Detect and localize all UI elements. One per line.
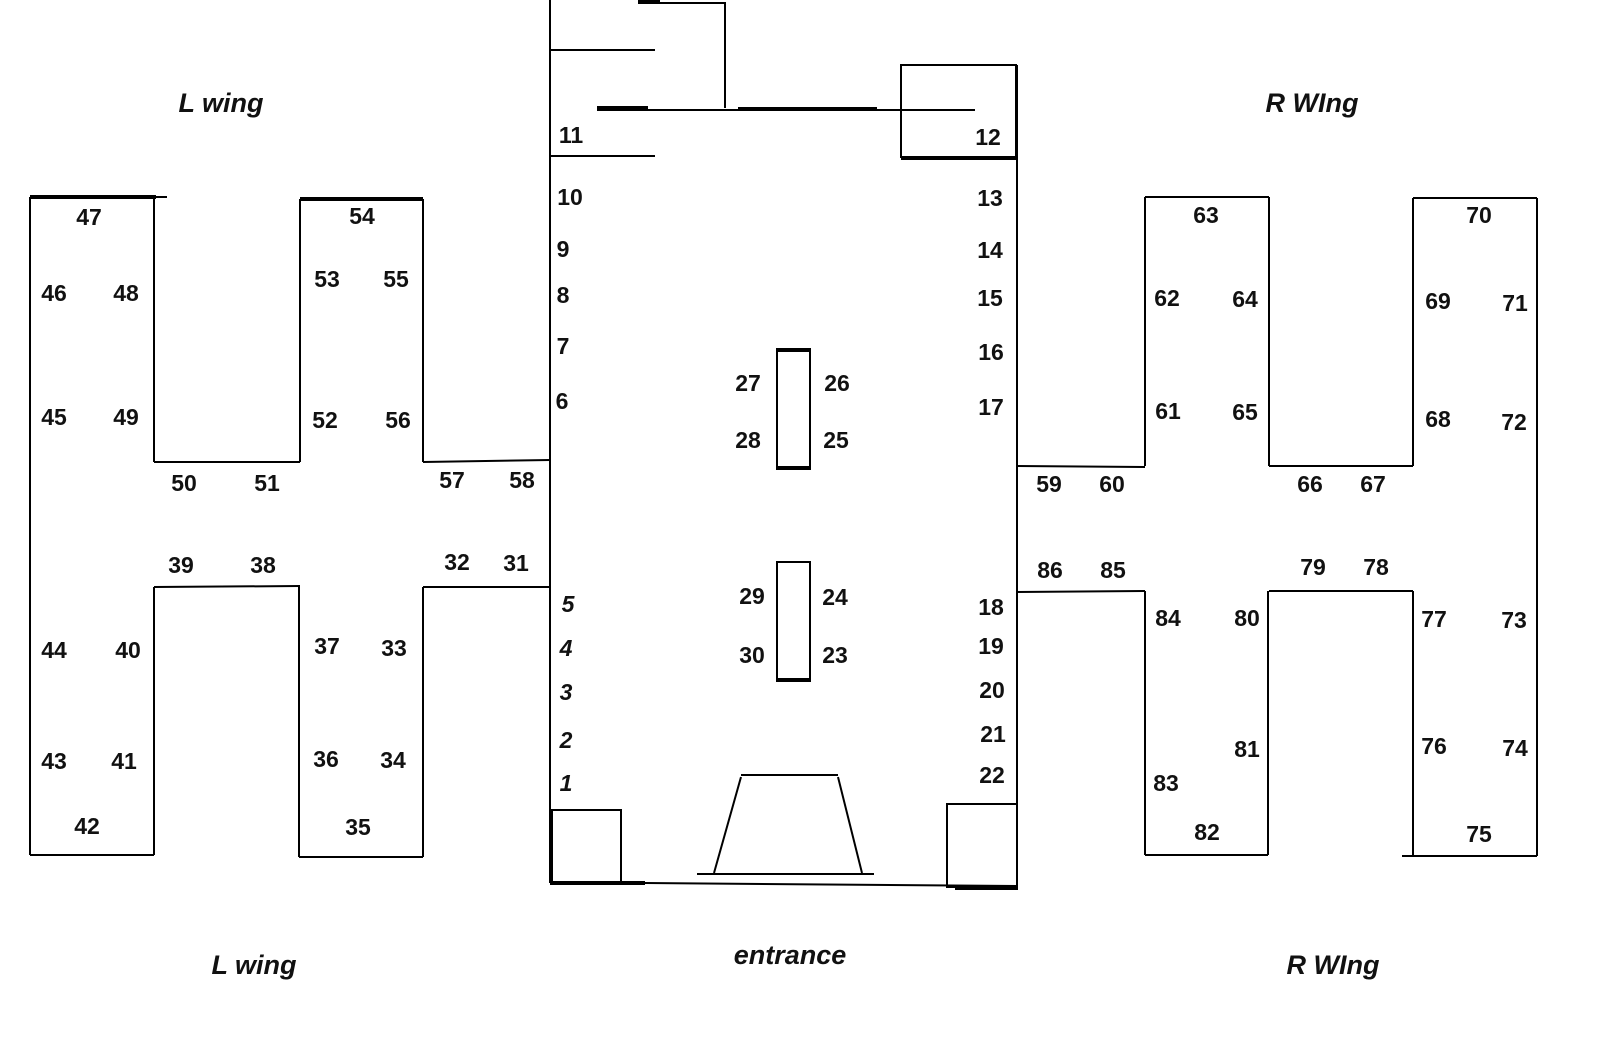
booth-number: 80 (1234, 605, 1260, 631)
booth-number: 73 (1501, 607, 1527, 633)
booth-number: 32 (444, 549, 470, 575)
booth-number: 70 (1466, 202, 1492, 228)
booth-number: 41 (111, 748, 137, 774)
booth-number: 62 (1154, 285, 1180, 311)
booth-number: 85 (1100, 557, 1126, 583)
booth-number: 52 (312, 407, 338, 433)
booth-number: 27 (735, 370, 761, 396)
booth-number: 36 (313, 746, 339, 772)
booth-number: 22 (979, 762, 1005, 788)
booth-number: 83 (1153, 770, 1179, 796)
booth-number: 78 (1363, 554, 1389, 580)
booth-number: 66 (1297, 471, 1323, 497)
booth-number: 2 (559, 727, 573, 753)
booth-number: 15 (977, 285, 1003, 311)
booth-number: 23 (822, 642, 848, 668)
booth-number: 72 (1501, 409, 1527, 435)
booth-number: 84 (1155, 605, 1181, 631)
booth-number: 35 (345, 814, 371, 840)
booth-number: 18 (978, 594, 1004, 620)
booth-number: 34 (380, 747, 406, 773)
right-wing-label-bottom: R WIng (1287, 950, 1380, 980)
booth-number: 38 (250, 552, 276, 578)
booth-number: 14 (977, 237, 1003, 263)
booth-number: 60 (1099, 471, 1125, 497)
booth-number: 67 (1360, 471, 1386, 497)
entrance-label: entrance (734, 940, 847, 970)
booth-number: 68 (1425, 406, 1451, 432)
booth-number: 17 (978, 394, 1004, 420)
booth-number: 51 (254, 470, 280, 496)
booth-number: 71 (1502, 290, 1528, 316)
booth-number: 64 (1232, 286, 1258, 312)
booth-number: 61 (1155, 398, 1181, 424)
left-wing-label-top: L wing (179, 88, 265, 118)
booth-number: 26 (824, 370, 850, 396)
booth-number: 12 (975, 124, 1001, 150)
booth-number: 49 (113, 404, 139, 430)
booth-number: 46 (41, 280, 67, 306)
booth-number: 33 (381, 635, 407, 661)
booth-number: 54 (349, 203, 375, 229)
booth-number: 65 (1232, 399, 1258, 425)
area-labels: L wing R WIng L wing entrance R WIng (179, 88, 1380, 980)
booth-number: 82 (1194, 819, 1220, 845)
booth-number: 13 (977, 185, 1003, 211)
booth-number: 69 (1425, 288, 1451, 314)
booth-number: 48 (113, 280, 139, 306)
booth-number: 42 (74, 813, 100, 839)
booth-number: 77 (1421, 606, 1447, 632)
booth-number: 55 (383, 266, 409, 292)
right-wing-walls (1016, 196, 1538, 857)
booth-number: 16 (978, 339, 1004, 365)
booth-number: 74 (1502, 735, 1528, 761)
booth-number: 59 (1036, 471, 1062, 497)
booth-number: 44 (41, 637, 67, 663)
booth-number: 19 (978, 633, 1004, 659)
booth-number: 43 (41, 748, 67, 774)
booth-number: 76 (1421, 733, 1447, 759)
booth-number: 29 (739, 583, 765, 609)
booth-number: 20 (979, 677, 1005, 703)
booth-number: 86 (1037, 557, 1063, 583)
booth-number: 40 (115, 637, 141, 663)
booth-number: 6 (556, 388, 569, 414)
booth-number: 58 (509, 467, 535, 493)
booth-number: 75 (1466, 821, 1492, 847)
booth-number: 39 (168, 552, 194, 578)
booth-number: 11 (559, 122, 584, 148)
booth-number: 5 (562, 591, 576, 617)
booth-number: 21 (980, 721, 1006, 747)
entrance-structure (697, 774, 874, 875)
booth-number: 63 (1193, 202, 1219, 228)
center-hall-walls (549, 0, 1019, 890)
booth-number: 4 (559, 635, 573, 661)
booth-number: 10 (557, 184, 583, 210)
left-wing-label-bottom: L wing (212, 950, 298, 980)
booth-number: 79 (1300, 554, 1326, 580)
booth-number: 28 (735, 427, 761, 453)
booth-number: 25 (823, 427, 849, 453)
booth-number: 7 (557, 333, 570, 359)
booth-number: 81 (1234, 736, 1260, 762)
booth-number: 24 (822, 584, 848, 610)
booth-number: 56 (385, 407, 411, 433)
booth-number: 30 (739, 642, 765, 668)
right-wing-label-top: R WIng (1266, 88, 1359, 118)
booth-number: 47 (76, 204, 102, 230)
booth-number: 37 (314, 633, 340, 659)
booth-number: 57 (439, 467, 465, 493)
center-pillars (776, 348, 811, 682)
booth-number: 8 (557, 282, 570, 308)
booth-number: 1 (560, 770, 573, 796)
booth-number: 45 (41, 404, 67, 430)
booth-number: 53 (314, 266, 340, 292)
booth-number: 3 (560, 679, 573, 705)
booth-number: 9 (557, 236, 570, 262)
booth-number: 31 (503, 550, 529, 576)
booth-number: 50 (171, 470, 197, 496)
left-wing-walls (29, 195, 551, 858)
